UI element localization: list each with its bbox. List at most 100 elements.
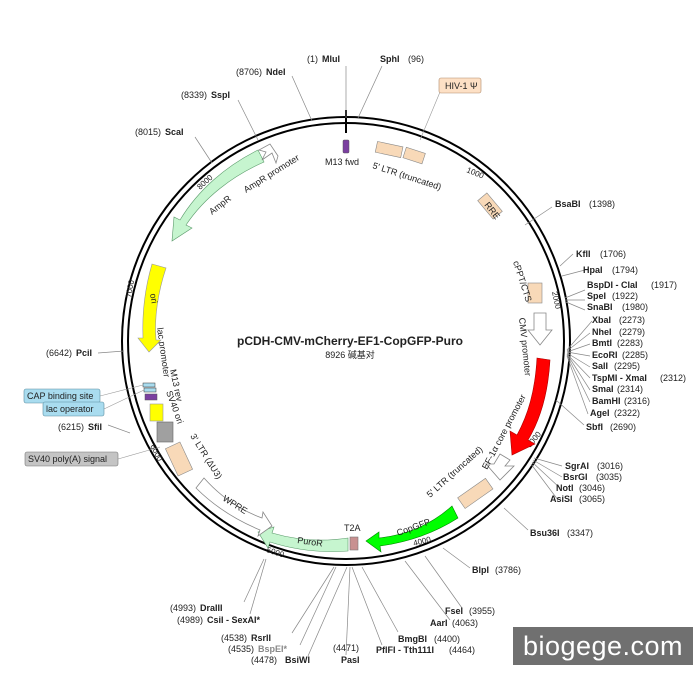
tick-2000: 2000	[550, 291, 563, 311]
enzyme-nhei[interactable]: NheI	[592, 327, 612, 337]
enzyme-ndei[interactable]: NdeI	[266, 67, 286, 77]
sv40-polya-box[interactable]	[24, 451, 119, 467]
enzyme-pos: (1)	[307, 54, 318, 64]
enzyme-bsu36i[interactable]: Bsu36I	[530, 528, 560, 538]
enzyme-bsrgi[interactable]: BsrGI	[563, 472, 588, 482]
enzyme-pos: (1917)	[651, 280, 677, 290]
lac-operator-box[interactable]	[42, 401, 105, 417]
copgfp-arrow[interactable]	[365, 505, 459, 553]
ltr5-block-1[interactable]	[374, 141, 404, 158]
enzyme-pflfi-tth111i[interactable]: PflFI - Tth111I	[376, 645, 434, 655]
enzyme-aari[interactable]: AarI	[430, 618, 448, 628]
sv40-yellow-block[interactable]	[149, 403, 164, 422]
ltr5-block-2[interactable]	[402, 146, 426, 165]
ltr3-label: 3' LTR (ΔU3)	[188, 432, 224, 481]
enzyme-pos: (1980)	[622, 302, 648, 312]
enzyme-pos: (4464)	[449, 645, 475, 655]
enzyme-csii-sexai[interactable]: CsiI - SexAI*	[207, 615, 261, 625]
enzyme-hpai[interactable]: HpaI	[583, 265, 603, 275]
rre-feature[interactable]	[477, 192, 503, 220]
enzyme-smai[interactable]: SmaI	[592, 384, 614, 394]
m13-fwd-feature[interactable]	[342, 139, 350, 154]
enzyme-sfii[interactable]: SfiI	[88, 422, 102, 432]
t2a-label: T2A	[344, 523, 361, 533]
enzyme-pasi[interactable]: PasI	[341, 655, 360, 665]
plasmid-length: 8926 碱基对	[325, 349, 375, 360]
ltr5-label: 5' LTR (truncated)	[371, 160, 442, 192]
enzyme-mlui[interactable]: MluI	[322, 54, 340, 64]
enzyme-labels: (1) MluI SphI (96) (8706) NdeI (8339) Ss…	[46, 54, 686, 665]
lac-operator-label: lac operator	[46, 404, 94, 414]
enzyme-noti[interactable]: NotI	[556, 483, 574, 493]
enzyme-pos: (3016)	[597, 461, 623, 471]
enzyme-sbfi[interactable]: SbfI	[586, 422, 603, 432]
cap-site-marker[interactable]	[142, 382, 156, 388]
enzyme-pos: (2279)	[619, 327, 645, 337]
ampr-label: AmpR	[207, 193, 233, 217]
cppt-feature[interactable]	[527, 282, 543, 304]
enzyme-pos: (2273)	[619, 315, 645, 325]
enzyme-snabi[interactable]: SnaBI	[587, 302, 613, 312]
enzyme-scai[interactable]: ScaI	[165, 127, 184, 137]
t2a-feature[interactable]	[349, 536, 359, 551]
enzyme-pcii[interactable]: PciI	[76, 348, 92, 358]
enzyme-pos: (1398)	[589, 199, 615, 209]
enzyme-spei[interactable]: SpeI	[587, 291, 606, 301]
enzyme-sspi[interactable]: SspI	[211, 90, 230, 100]
enzyme-asisi[interactable]: AsiSI	[550, 494, 573, 504]
enzyme-fsei[interactable]: FseI	[445, 606, 463, 616]
ltr3-feature[interactable]	[165, 441, 193, 477]
ori-arrow[interactable]	[137, 263, 167, 353]
enzyme-pos: (4535)	[228, 644, 254, 654]
mcherry-arrow[interactable]	[509, 357, 551, 456]
enzyme-kfli[interactable]: KflI	[576, 249, 591, 259]
ampr-arrow[interactable]	[171, 149, 265, 242]
ampr-promoter-arrow[interactable]	[257, 143, 279, 165]
enzyme-tspmi-xmai[interactable]: TspMI - XmaI	[592, 373, 647, 383]
enzyme-pos: (4989)	[177, 615, 203, 625]
enzyme-pos: (4471)	[333, 643, 359, 653]
enzyme-agei[interactable]: AgeI	[590, 408, 610, 418]
enzyme-bamhi[interactable]: BamHI	[592, 396, 621, 406]
enzyme-rsrii[interactable]: RsrII	[251, 633, 271, 643]
tick-4000: 4000	[412, 535, 432, 548]
puror-arrow[interactable]	[257, 526, 349, 552]
lac-operator-marker[interactable]	[143, 387, 157, 393]
enzyme-pos: (2283)	[617, 338, 643, 348]
enzyme-bspdi-clai[interactable]: BspDI - ClaI	[587, 280, 638, 290]
puror-label: PuroR	[297, 535, 324, 549]
enzyme-ecori[interactable]: EcoRI	[592, 350, 618, 360]
m13-rev-feature[interactable]	[144, 393, 158, 401]
enzyme-draiii[interactable]: DraIII	[200, 603, 223, 613]
enzyme-pos: (8706)	[236, 67, 262, 77]
wpre-arrow[interactable]	[195, 477, 273, 538]
hiv-psi-box[interactable]	[438, 77, 482, 94]
ef1a-promoter-arrow[interactable]	[485, 453, 515, 481]
enzyme-pos: (4063)	[452, 618, 478, 628]
enzyme-xbai[interactable]: XbaI	[592, 315, 611, 325]
enzyme-pos: (3955)	[469, 606, 495, 616]
tick-1000: 1000	[465, 166, 485, 181]
enzyme-bsiwi[interactable]: BsiWI	[285, 655, 310, 665]
m13-fwd-label: M13 fwd	[325, 157, 359, 167]
enzyme-blpi[interactable]: BlpI	[472, 565, 489, 575]
cmv-promoter-arrow[interactable]	[527, 312, 553, 346]
hiv-psi-label: HIV-1 Ψ	[445, 81, 478, 91]
enzyme-pos: (4538)	[221, 633, 247, 643]
enzyme-pos: (3786)	[495, 565, 521, 575]
enzyme-sgrai[interactable]: SgrAI	[565, 461, 589, 471]
enzyme-pos: (1706)	[600, 249, 626, 259]
enzyme-sphi[interactable]: SphI	[380, 54, 400, 64]
enzyme-sali[interactable]: SalI	[592, 361, 608, 371]
enzyme-bmgbi[interactable]: BmgBI	[398, 634, 427, 644]
cap-binding-label: CAP binding site	[27, 391, 93, 401]
enzyme-pos: (6215)	[58, 422, 84, 432]
enzyme-bspei[interactable]: BspEI*	[258, 644, 288, 654]
enzyme-bmti[interactable]: BmtI	[592, 338, 612, 348]
enzyme-bsabi[interactable]: BsaBI	[555, 199, 581, 209]
enzyme-pos: (2316)	[624, 396, 650, 406]
callouts: HIV-1 Ψ CAP binding site lac operator SV…	[23, 77, 482, 467]
sv40-ori-feature[interactable]	[156, 421, 174, 443]
ltr5b-feature[interactable]	[457, 477, 494, 509]
